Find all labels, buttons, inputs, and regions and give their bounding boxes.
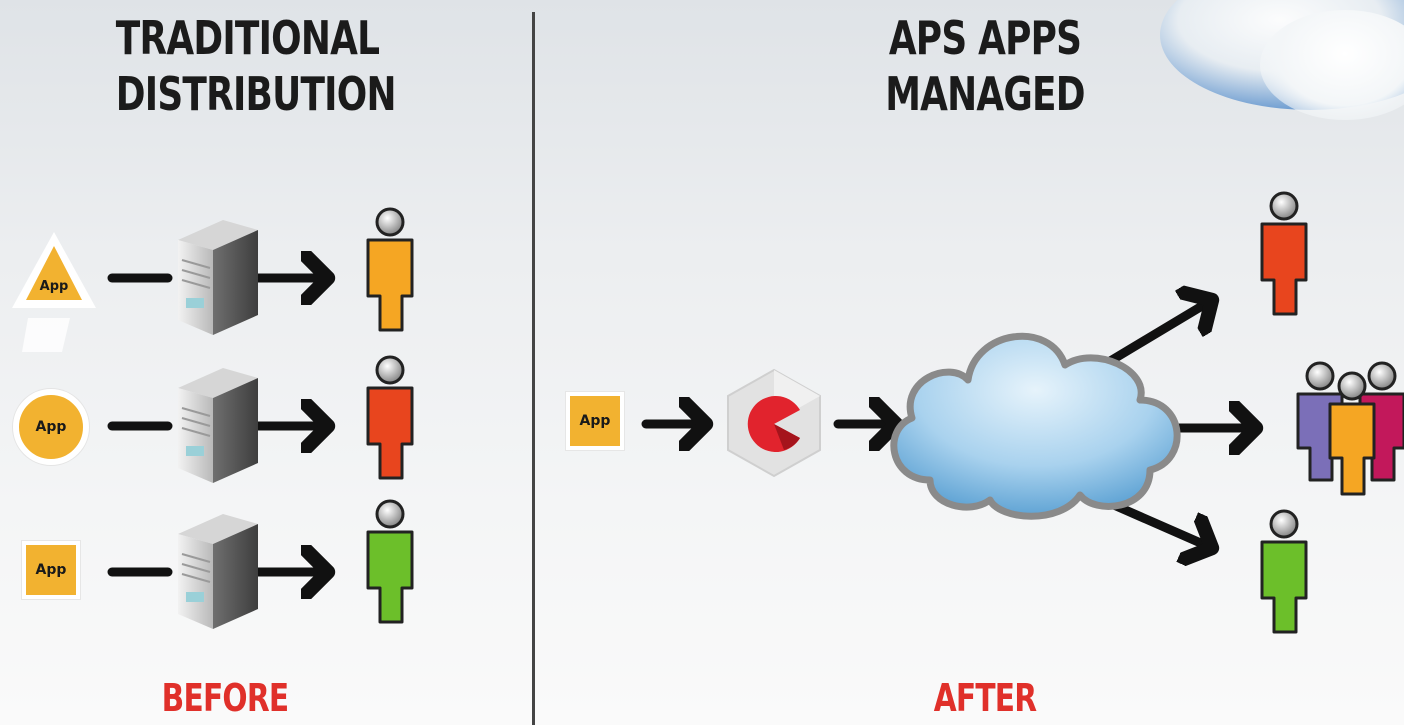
app-triangle-icon xyxy=(12,232,96,308)
app-ghost-decoration xyxy=(22,318,70,352)
right-title: APS APPS MANAGED xyxy=(876,10,1094,122)
user-icon-red xyxy=(366,355,414,480)
before-label: BEFORE xyxy=(161,676,289,720)
server-icon-3 xyxy=(178,514,258,629)
server-icon-2 xyxy=(178,368,258,483)
user-icon-top-right xyxy=(1260,191,1308,316)
sky-cloud-decoration-2 xyxy=(1260,10,1404,120)
right-title-line1: APS APPS xyxy=(888,11,1082,65)
after-label: AFTER xyxy=(933,676,1037,720)
app-badge-aps: App xyxy=(566,392,624,450)
user-icon-green xyxy=(366,499,414,624)
user-icon-orange xyxy=(366,207,414,332)
left-arrows xyxy=(107,278,328,572)
right-title-line2: MANAGED xyxy=(885,67,1085,121)
app-label: App xyxy=(35,419,67,435)
app-badge-square: App xyxy=(22,541,80,599)
cloud-icon xyxy=(890,332,1181,520)
user-group-icon xyxy=(1296,361,1404,496)
app-label: App xyxy=(39,278,69,294)
app-label: App xyxy=(579,413,611,429)
app-label: App xyxy=(35,562,67,578)
panel-divider xyxy=(532,12,535,725)
user-icon-bottom-right xyxy=(1260,509,1308,634)
server-icon-1 xyxy=(178,220,258,335)
app-badge-triangle: App xyxy=(24,276,84,296)
app-badge-circle: App xyxy=(13,389,89,465)
aps-logo-icon xyxy=(727,368,821,478)
